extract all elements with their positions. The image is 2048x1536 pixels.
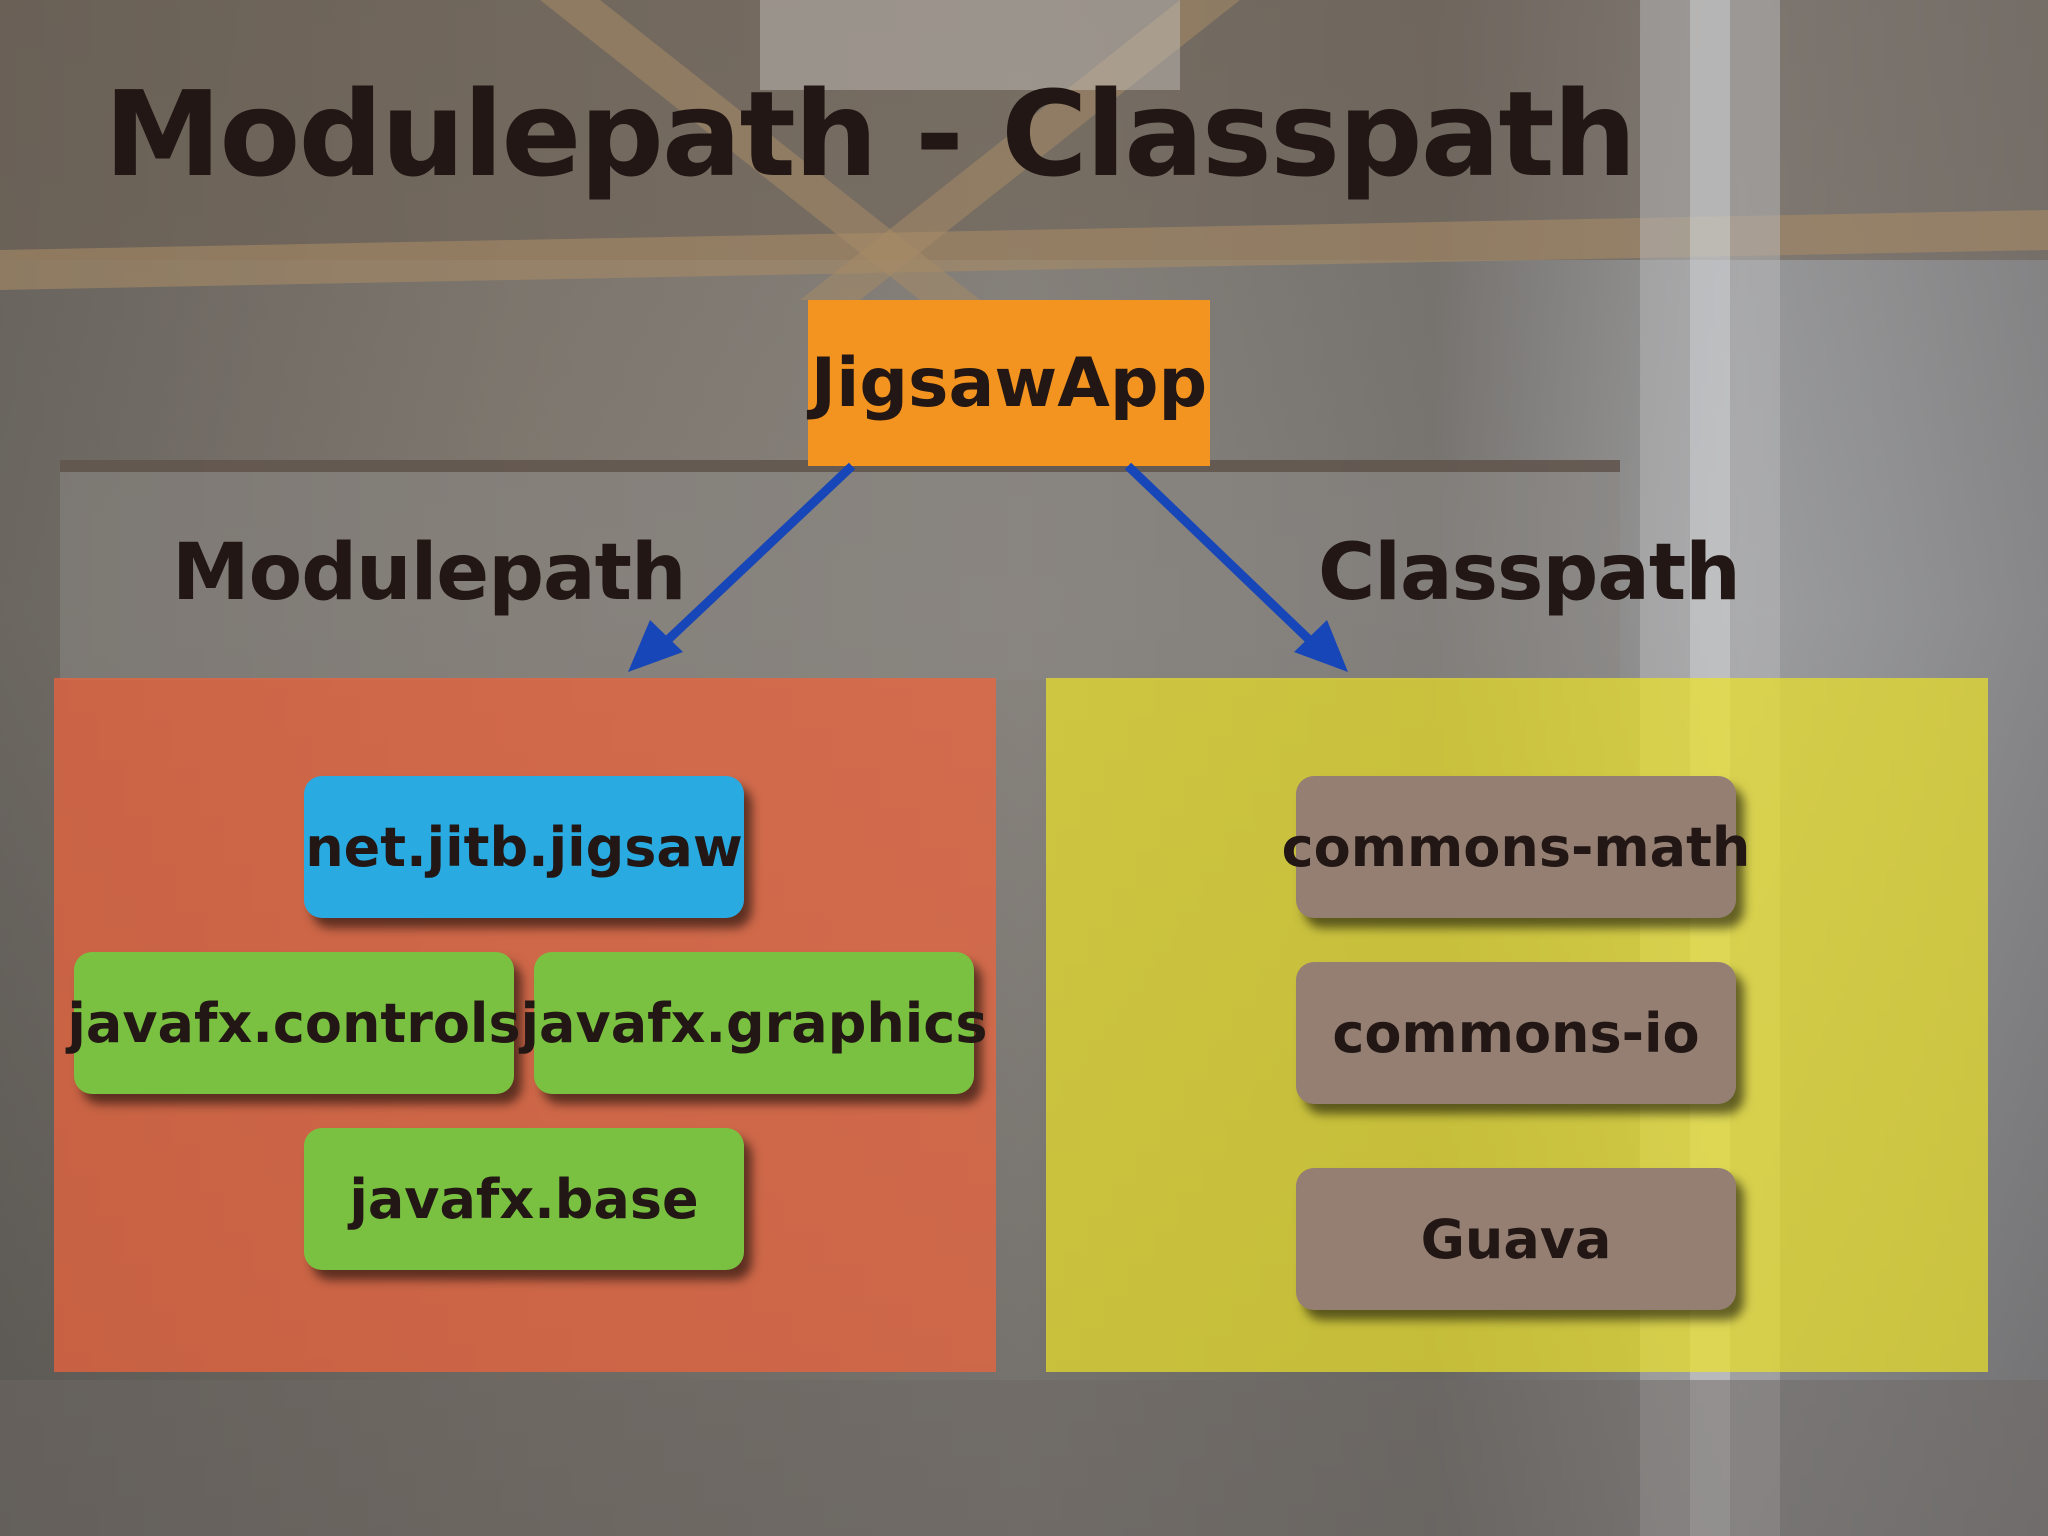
modulepath-panel: net.jitb.jigsaw javafx.controls javafx.g… xyxy=(54,678,996,1372)
module-javafx-base: javafx.base xyxy=(304,1128,744,1270)
module-javafx-controls: javafx.controls xyxy=(67,952,521,1094)
jar-commons-io: commons-io xyxy=(1296,962,1736,1104)
slide-title: Modulepath - Classpath xyxy=(104,65,1637,203)
modulepath-label: Modulepath xyxy=(172,528,686,618)
classpath-panel: commons-math commons-io Guava xyxy=(1046,678,1988,1372)
jigsawapp-box: JigsawApp xyxy=(808,300,1210,466)
module-javafx-graphics: javafx.graphics xyxy=(521,952,987,1094)
jar-guava: Guava xyxy=(1296,1168,1736,1310)
classpath-label: Classpath xyxy=(1318,528,1741,618)
jar-commons-math: commons-math xyxy=(1282,776,1750,918)
module-net-jitb-jigsaw: net.jitb.jigsaw xyxy=(304,776,744,918)
